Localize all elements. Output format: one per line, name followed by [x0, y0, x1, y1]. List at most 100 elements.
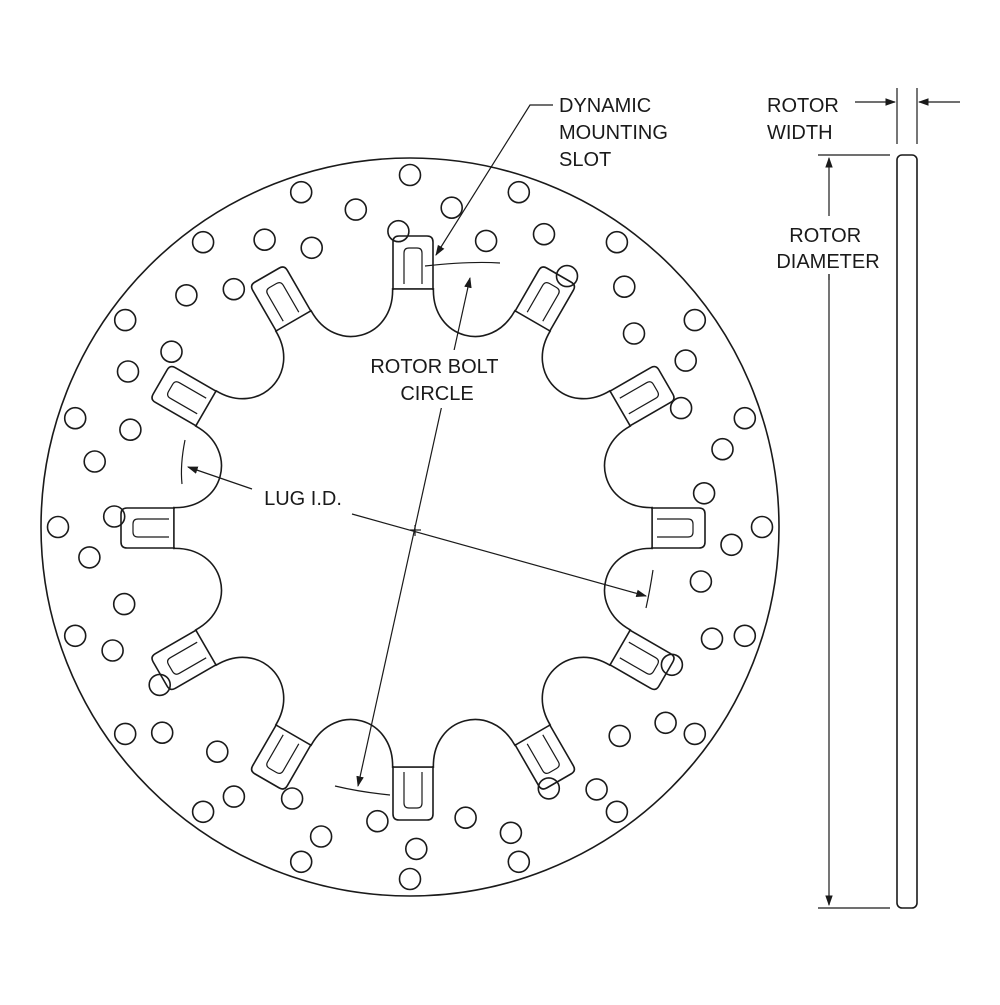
vent-hole	[289, 850, 313, 874]
mounting-slot-inner	[526, 734, 560, 774]
vent-hole	[608, 724, 632, 748]
vent-hole	[499, 821, 523, 845]
rotor-side-view	[896, 154, 918, 909]
vent-hole	[63, 624, 87, 648]
vent-hole	[720, 533, 743, 557]
vent-hole	[398, 163, 422, 187]
mounting-slot-outer	[651, 507, 706, 549]
vent-hole	[63, 406, 87, 430]
label-lug-id: LUG I.D.	[264, 488, 342, 510]
vent-hole	[150, 721, 174, 745]
vent-hole	[222, 785, 246, 808]
vent-hole	[175, 283, 198, 307]
vent-hole	[612, 275, 636, 299]
vent-hole	[160, 340, 183, 364]
rotor-bolt-circle-dimension	[334, 261, 501, 796]
bolt-circle-label-bg	[372, 350, 500, 408]
vent-hole	[454, 806, 477, 830]
mounting-slot-outer	[120, 507, 175, 549]
vent-hole	[366, 809, 389, 833]
vent-hole	[101, 639, 124, 662]
vent-hole	[119, 418, 142, 442]
vent-hole	[398, 867, 422, 891]
mounting-slot-inner	[266, 282, 300, 322]
vent-hole	[537, 777, 561, 800]
mounting-slot-inner	[619, 641, 659, 675]
rotor-outer-edge	[40, 157, 780, 897]
lug-id-label-bg	[255, 484, 351, 510]
mounting-slot	[513, 723, 576, 790]
label-dynamic-mounting-slot: DYNAMIC MOUNTING SLOT	[559, 95, 673, 171]
vent-hole	[102, 505, 126, 528]
vent-hole	[191, 800, 215, 824]
mounting-slot	[608, 365, 675, 428]
vent-hole	[507, 850, 531, 874]
mounting-slot	[392, 766, 434, 821]
vent-hole	[532, 222, 556, 246]
vent-hole	[750, 515, 774, 539]
vent-hole	[683, 308, 707, 332]
vent-hole	[46, 515, 70, 539]
vent-hole	[474, 229, 498, 253]
vent-hole	[555, 264, 579, 288]
vent-hole	[148, 673, 171, 697]
vent-hole	[440, 196, 464, 219]
vent-hole	[404, 837, 428, 861]
mounting-slot-outer	[151, 365, 218, 428]
label-rotor-width: ROTOR WIDTH	[767, 95, 844, 144]
vent-hole	[683, 722, 707, 746]
mounting-slot-outer	[608, 628, 675, 691]
vent-hole	[222, 277, 246, 301]
mounting-slot	[250, 723, 313, 790]
mounting-slot-inner	[266, 734, 300, 774]
mounting-slot-outer	[250, 266, 313, 333]
vent-hole	[585, 778, 608, 801]
mounting-slot-outer	[250, 723, 313, 790]
vent-hole	[605, 230, 629, 254]
mounting-slot-outer	[392, 766, 434, 821]
mounting-slot-inner	[167, 641, 207, 675]
mounting-slot	[250, 266, 313, 333]
mounting-slot-outer	[608, 365, 675, 428]
vent-hole	[344, 198, 368, 221]
mounting-slot-inner	[657, 518, 694, 538]
vent-hole	[674, 349, 698, 372]
vent-hole	[660, 653, 684, 677]
mounting-slot-outer	[513, 723, 576, 790]
mounting-slot-outer	[151, 628, 218, 691]
label-rotor-diameter: ROTOR DIAMETER	[776, 225, 879, 273]
vent-hole	[280, 787, 304, 810]
vent-hole	[83, 450, 106, 473]
vent-hole	[289, 180, 313, 204]
mounting-slot-inner	[526, 282, 560, 322]
vent-hole	[206, 740, 229, 764]
vent-hole	[622, 322, 646, 345]
vent-hole	[113, 308, 137, 332]
rotor-width-dimension	[855, 88, 960, 144]
mounting-slot	[151, 365, 218, 428]
mounting-slot-inner	[403, 772, 423, 809]
mounting-slot-inner	[619, 381, 659, 415]
mounting-slot-inner	[132, 518, 169, 538]
vent-hole	[654, 711, 677, 735]
vent-hole	[605, 800, 629, 824]
vent-hole	[669, 396, 693, 420]
lug-id-dimension	[180, 439, 654, 609]
vent-hole	[689, 570, 713, 593]
rotor-diameter-label-bg	[770, 216, 888, 274]
vent-hole	[300, 236, 324, 260]
mounting-slot-inner	[403, 247, 423, 284]
vent-hole	[507, 180, 531, 204]
mounting-slot	[608, 628, 675, 691]
dynamic-mounting-slot-leader	[435, 104, 553, 256]
vent-hole	[700, 627, 724, 651]
mounting-slot	[120, 507, 175, 549]
vent-hole	[116, 360, 140, 383]
mounting-slot-outer	[392, 235, 434, 290]
vent-hole	[253, 228, 276, 251]
mounting-slot-inner	[167, 381, 207, 415]
mounting-slot-outer	[513, 266, 576, 333]
vent-hole	[692, 481, 716, 505]
